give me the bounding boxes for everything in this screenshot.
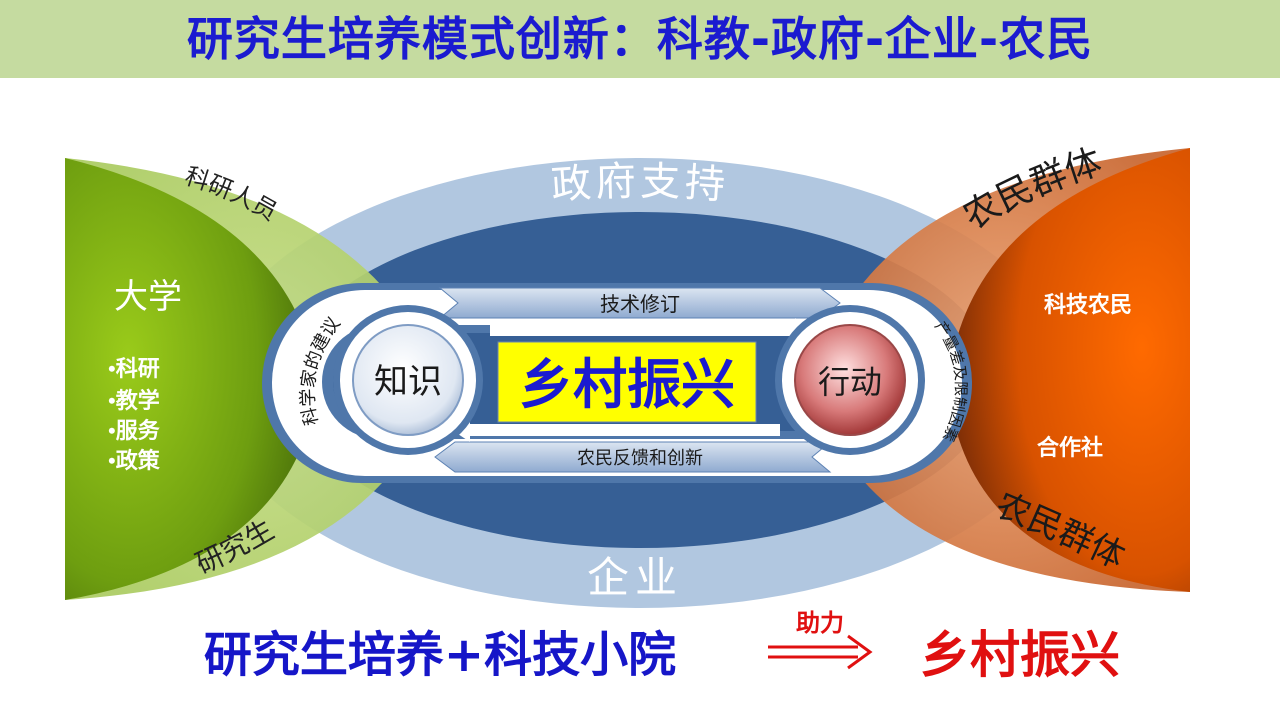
assist-arrow-icon	[768, 634, 873, 670]
university-item: •政策	[108, 448, 161, 473]
enterprise-label: 企业	[587, 555, 683, 602]
action-label: 行动	[818, 364, 882, 400]
tech-farmers-label: 科技农民	[1044, 292, 1132, 317]
title-bar	[0, 0, 1280, 78]
farmer-region	[948, 148, 1190, 592]
bottom-arrow	[434, 441, 832, 473]
action-circle	[794, 324, 906, 436]
farmer-feedback-label: 农民反馈和创新	[577, 448, 703, 468]
knowledge-label: 知识	[374, 363, 442, 401]
inner-right-arrow	[490, 318, 812, 342]
university-region	[65, 158, 318, 600]
rural-revitalization-box	[497, 341, 757, 423]
university-heading: 大学	[114, 278, 182, 316]
tech-revision-label: 技术修订	[600, 293, 680, 316]
cooperative-label: 合作社	[1037, 435, 1103, 460]
university-item: •科研	[108, 356, 160, 381]
university-item: •服务	[108, 418, 161, 443]
page-title: 研究生培养模式创新：科教-政府-企业-农民	[186, 12, 1094, 66]
slogan-left: 研究生培养+科技小院	[203, 627, 677, 683]
rural-revitalization-label: 乡村振兴	[519, 353, 735, 416]
inner-left-arrow	[452, 418, 780, 442]
government-support-label: 政府支持	[550, 159, 731, 208]
university-item: •教学	[108, 388, 160, 413]
knowledge-circle	[352, 324, 464, 436]
slogan-right: 乡村振兴	[920, 626, 1120, 684]
slogan-arrow-label: 助力	[796, 609, 844, 637]
